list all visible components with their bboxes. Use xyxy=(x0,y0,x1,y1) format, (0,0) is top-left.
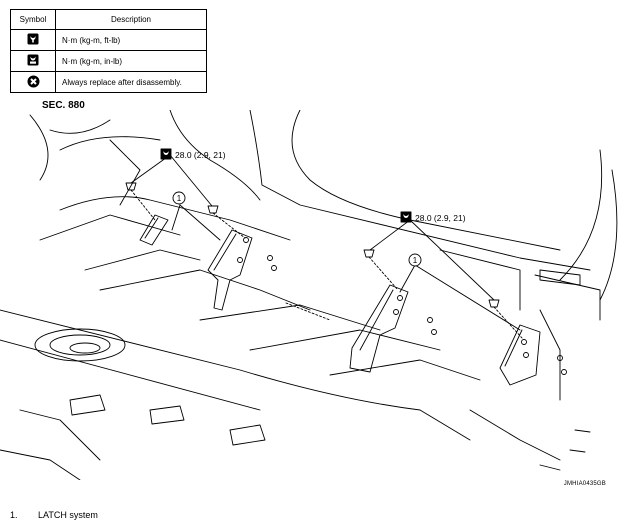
caption-text: LATCH system xyxy=(38,510,98,520)
vehicle-body-outline xyxy=(0,110,618,480)
latch-bracket-right xyxy=(349,284,567,386)
callout-1-left: 1 xyxy=(172,191,186,205)
legend-symbol-cell xyxy=(10,71,56,93)
legend-header-description: Description xyxy=(55,9,207,30)
legend-row: Always replace after disassembly. xyxy=(10,71,207,93)
torque-wrench-icon xyxy=(160,148,172,160)
torque-wrench-icon xyxy=(27,33,39,45)
replace-part-icon xyxy=(27,75,39,87)
legend-header-row: Symbol Description xyxy=(10,9,207,30)
callout-leaders xyxy=(130,154,521,331)
legend-header-symbol: Symbol xyxy=(10,9,56,30)
torque-value-left: 28.0 (2.9, 21) xyxy=(175,150,226,160)
legend-symbol-cell xyxy=(10,29,56,51)
legend-description: N·m (kg-m, ft-lb) xyxy=(55,29,207,51)
legend-row: N·m (kg-m, in-lb) xyxy=(10,50,207,72)
legend-symbol-cell xyxy=(10,50,56,72)
torque-value-right: 28.0 (2.9, 21) xyxy=(415,213,466,223)
caption: 1. LATCH system xyxy=(10,510,98,520)
section-label: SEC. 880 xyxy=(42,100,85,111)
legend-description: N·m (kg-m, in-lb) xyxy=(55,50,207,72)
torque-wrench-icon xyxy=(400,211,412,223)
image-code: JMHIA0435GB xyxy=(563,481,606,487)
callout-number: 1 xyxy=(177,194,182,203)
latch-bracket-left xyxy=(139,214,277,311)
caption-number: 1. xyxy=(10,510,18,520)
callout-number: 1 xyxy=(413,256,418,265)
legend-row: N·m (kg-m, ft-lb) xyxy=(10,29,207,51)
callout-1-right: 1 xyxy=(408,253,422,267)
latch-system-illustration: 28.0 (2.9, 21) 28.0 (2.9, 21) 1 1 xyxy=(0,110,618,480)
symbol-legend-table: Symbol Description N·m (kg-m, ft-lb) N·m… xyxy=(10,9,207,93)
torque-wrench-small-icon xyxy=(27,54,39,66)
legend-description: Always replace after disassembly. xyxy=(55,71,207,93)
